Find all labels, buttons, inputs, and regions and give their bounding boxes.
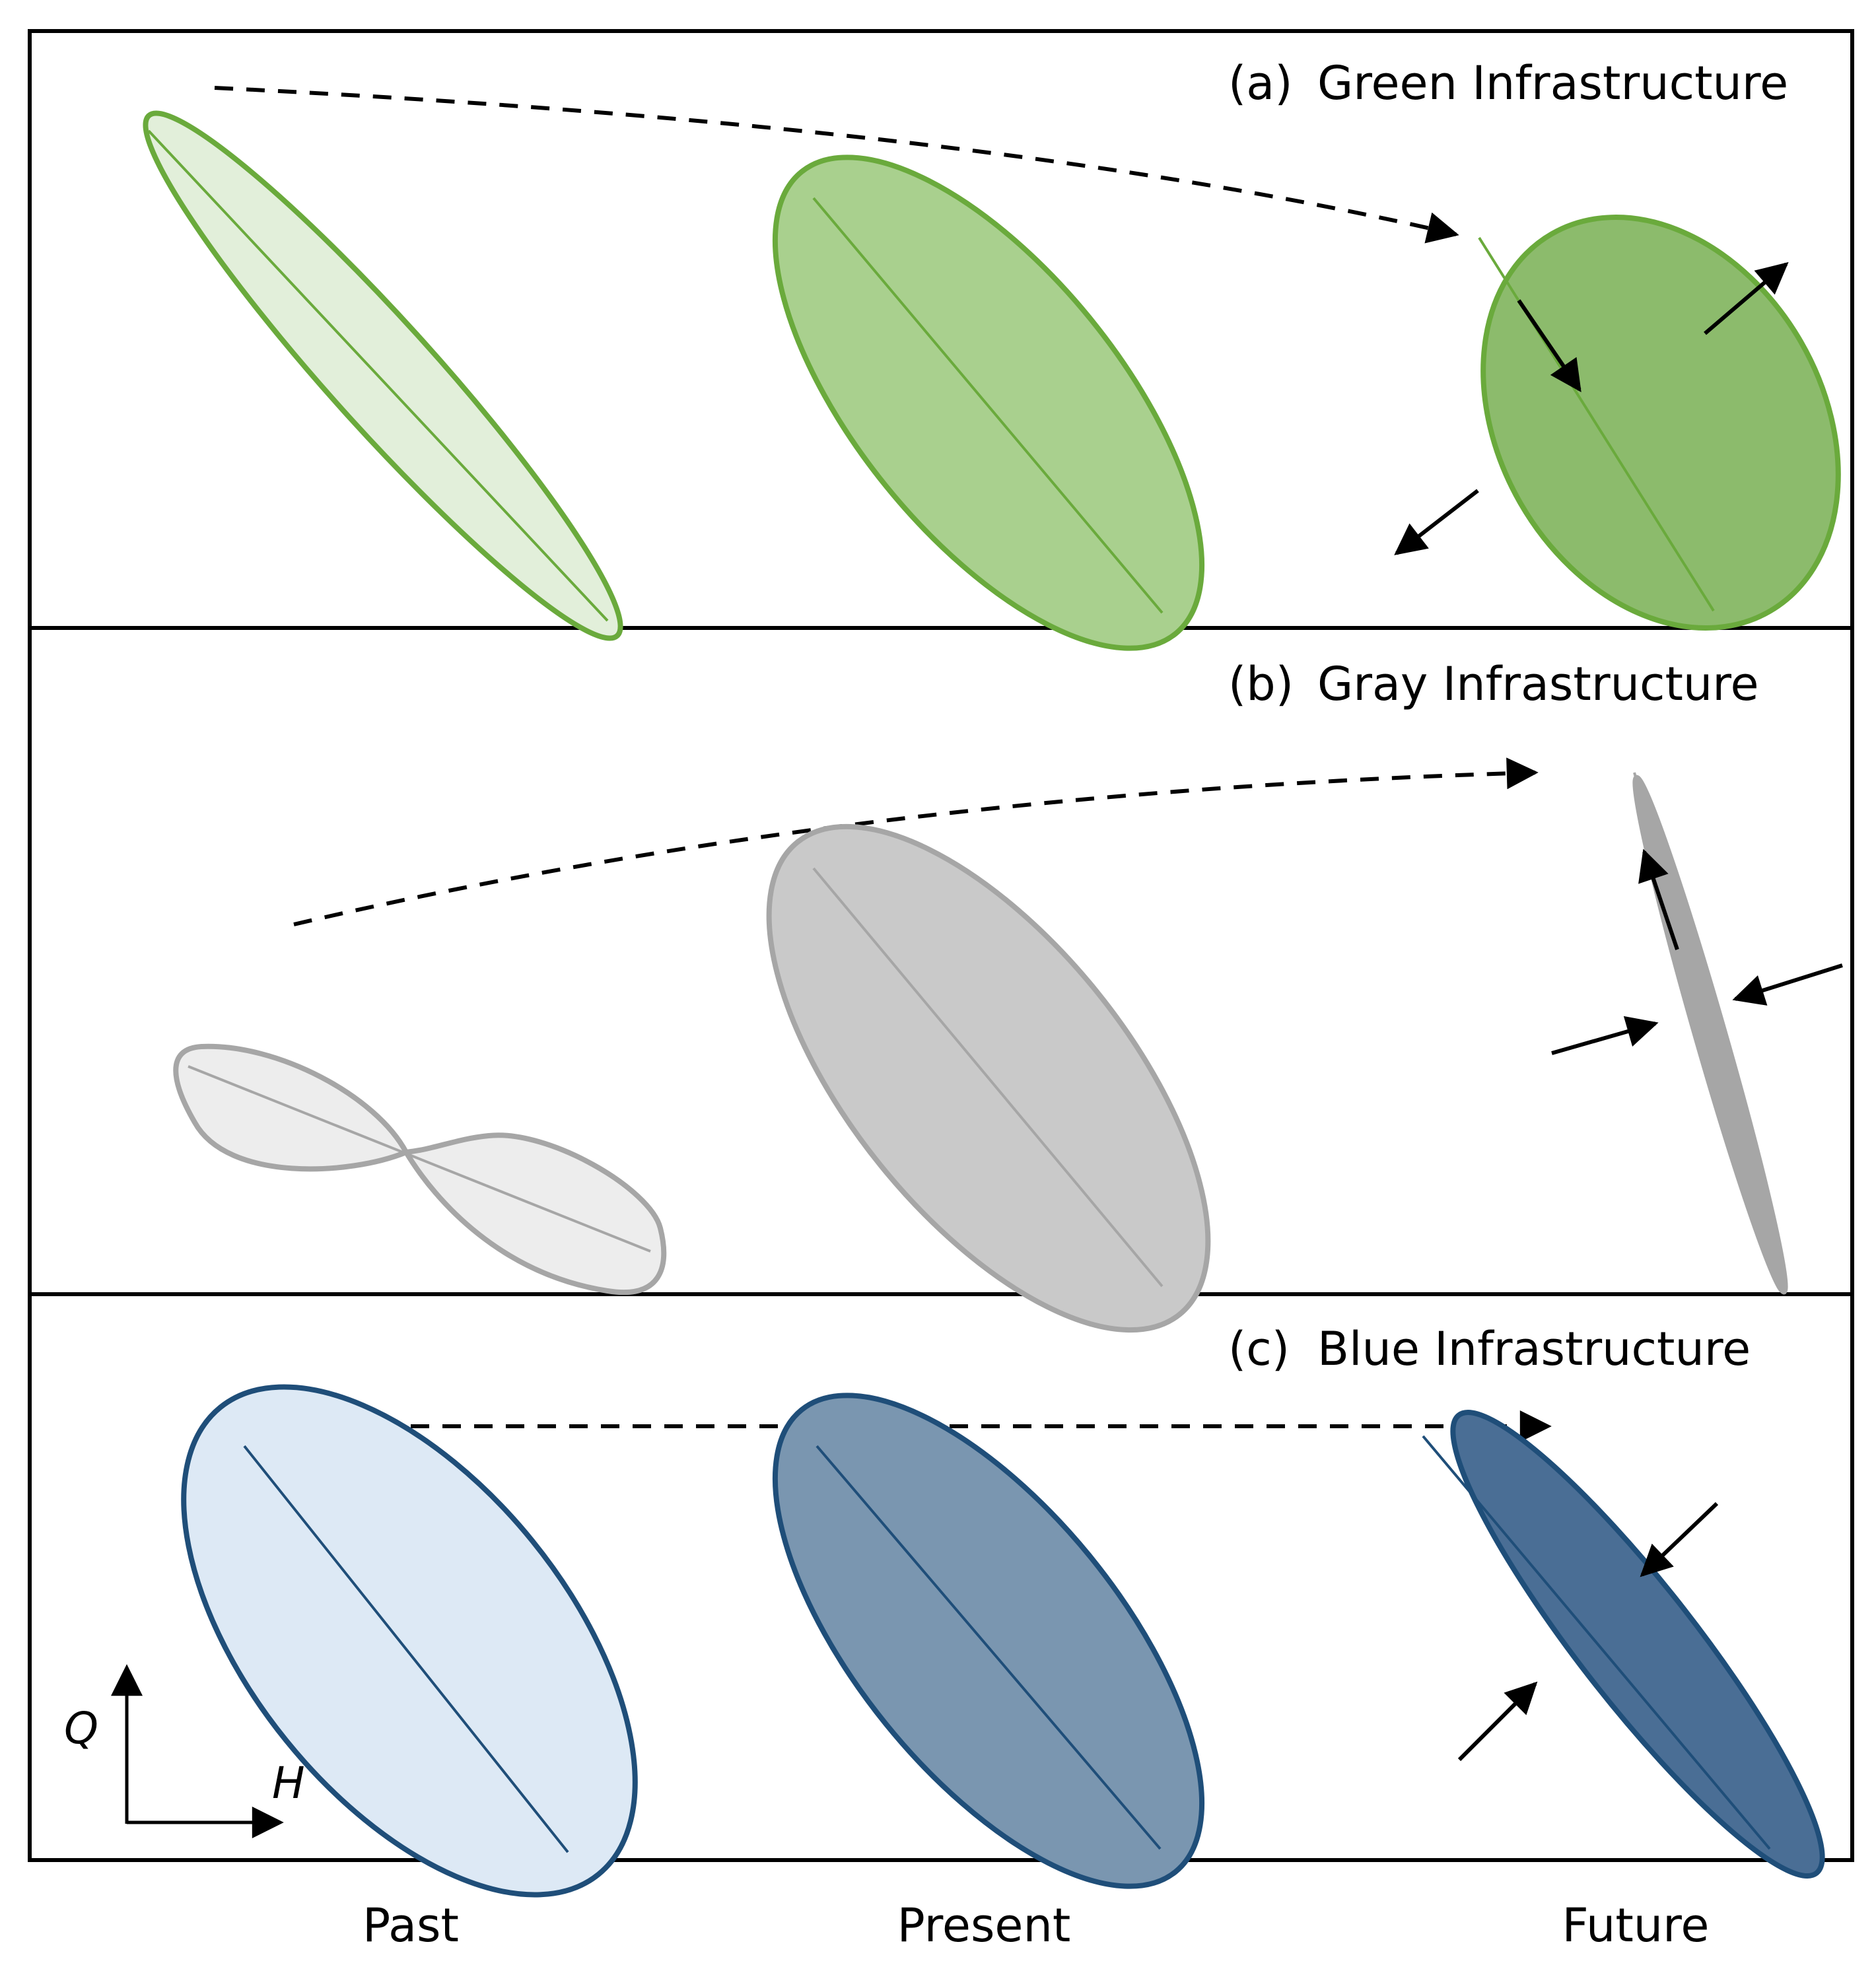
panel-b-title: Gray Infrastructure <box>1317 657 1759 711</box>
time-label-past: Past <box>363 1898 459 1953</box>
panel-c-title: Blue Infrastructure <box>1317 1322 1751 1376</box>
time-label-present: Present <box>897 1898 1071 1953</box>
panel-frame <box>28 29 1854 1862</box>
panel-c-letter: (c) <box>1228 1322 1290 1376</box>
panel-a-trend-arrow <box>214 86 1459 244</box>
panel-b-compress-arrow-right <box>1732 963 1843 1006</box>
panel-b-letter: (b) <box>1228 657 1294 711</box>
panel-a-past-ellipse <box>143 110 623 641</box>
panel-a-future-ellipse <box>1478 215 1841 631</box>
q-h-axes-indicator: Q H <box>64 1664 305 1838</box>
panel-b-compress-arrow-left <box>1551 1016 1659 1055</box>
panel-a-title: Green Infrastructure <box>1317 56 1788 110</box>
time-label-future: Future <box>1562 1898 1710 1953</box>
panel-c-future-ellipse <box>1422 1410 1825 1879</box>
panel-c-compress-arrow-lower <box>1457 1681 1538 1762</box>
panel-a-present-ellipse <box>772 155 1205 651</box>
panel-a-shrink-arrow <box>1517 299 1581 392</box>
panel-c-compress-arrow-upper <box>1640 1502 1719 1577</box>
panel-a-green-infrastructure: (a) Green Infrastructure <box>143 56 1841 651</box>
panel-c-present-ellipse <box>772 1393 1205 1889</box>
panel-a-expand-arrow-sw <box>1394 489 1479 555</box>
panel-b-present-ellipse <box>766 823 1211 1333</box>
panel-b-elongate-arrow <box>1638 848 1679 950</box>
panel-b-trend-arrow <box>293 757 1539 926</box>
panel-b-gray-infrastructure: (b) Gray Infrastructure <box>173 657 1843 1333</box>
h-axis-label: H <box>272 1758 305 1809</box>
panel-a-letter: (a) <box>1228 56 1293 110</box>
panel-c-past-ellipse <box>181 1384 638 1898</box>
panel-a-expand-arrow-ne <box>1704 261 1789 335</box>
panel-b-future-ellipse <box>1632 772 1788 1295</box>
panel-c-blue-infrastructure: (c) Blue Infrastructure Q H <box>64 1322 1825 1898</box>
q-axis-label: Q <box>64 1703 98 1754</box>
panel-b-past-figure-eight <box>173 1043 667 1295</box>
